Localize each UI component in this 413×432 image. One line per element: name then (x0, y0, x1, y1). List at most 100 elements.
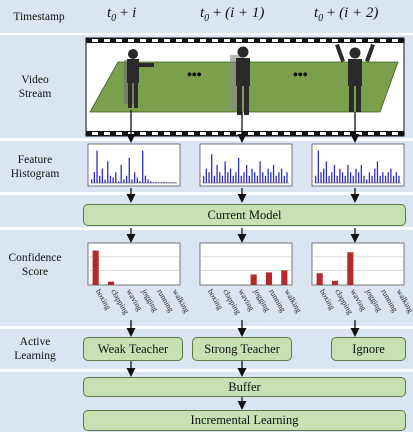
histogram-bar (286, 172, 288, 183)
film-sprocket (272, 39, 278, 42)
film-sprocket (236, 132, 242, 135)
confidence-panel-1 (87, 242, 181, 286)
histogram-bar (317, 150, 319, 183)
film-sprocket (176, 132, 182, 135)
histogram-bar (104, 179, 106, 183)
film-sprocket (152, 39, 158, 42)
histogram-bar (328, 175, 330, 183)
incremental-learning-box: Incremental Learning (83, 410, 406, 431)
histogram-bar (384, 175, 387, 183)
histogram-bar (254, 172, 256, 183)
timestamp-2: t0 + (i + 1) (200, 5, 265, 24)
film-sprocket (368, 132, 374, 135)
histogram-bar (262, 172, 264, 183)
histogram-bar (278, 172, 280, 183)
histogram-bar (93, 172, 95, 183)
histogram-bar (109, 175, 112, 183)
histogram-bar (395, 172, 397, 183)
confidence-bar-jogging (250, 274, 257, 285)
histogram-bar (229, 168, 232, 183)
histogram-bar (398, 175, 400, 183)
histogram-bar (96, 150, 98, 183)
histogram-bar (341, 172, 344, 183)
film-sprocket (236, 39, 242, 42)
histogram-bar (371, 175, 373, 183)
histogram-bar (355, 168, 357, 183)
histogram-bar (358, 172, 360, 183)
film-sprocket (296, 132, 302, 135)
film-sprocket (344, 132, 350, 135)
histogram-bar (99, 175, 101, 183)
histogram-bar (251, 168, 253, 183)
histogram-bar (117, 181, 120, 183)
film-sprocket (260, 132, 266, 135)
histogram-bar (320, 172, 322, 183)
film-sprocket (344, 39, 350, 42)
confidence-bar-walking (281, 270, 288, 285)
film-sprocket (164, 39, 170, 42)
histogram-bar (211, 154, 213, 183)
histogram-bar (339, 168, 341, 183)
histogram-bar (347, 165, 349, 183)
person-waving-icon (335, 43, 375, 112)
histogram-bar (219, 172, 221, 183)
row-label-video-stream: Video Stream (18, 73, 52, 100)
film-sprocket (308, 39, 314, 42)
histogram-bar (283, 175, 285, 183)
confidence-bar-boxing (316, 273, 323, 285)
film-sprocket (212, 132, 218, 135)
film-sprocket (272, 132, 278, 135)
histogram-bar (259, 161, 261, 183)
film-sprocket (356, 39, 362, 42)
histogram-bar (270, 172, 272, 183)
confidence-panel-2 (199, 242, 293, 286)
histogram-bar (333, 165, 336, 183)
histogram-bar (125, 175, 128, 183)
histogram-bar (227, 172, 229, 183)
buffer-box: Buffer (83, 377, 406, 397)
film-sprocket (368, 39, 374, 42)
timestamp-band (0, 0, 413, 33)
histogram-bar (224, 161, 226, 183)
film-sprocket (320, 132, 326, 135)
film-sprocket (248, 39, 254, 42)
histogram-bar (147, 179, 149, 183)
confidence-bar-waving (347, 252, 354, 285)
film-sprocket (356, 132, 362, 135)
film-sprocket (260, 39, 266, 42)
histogram-bar (115, 172, 117, 183)
row-label-feature-histogram: Feature Histogram (10, 153, 60, 180)
current-model-box: Current Model (83, 204, 406, 226)
confidence-bar-clapping (107, 281, 115, 285)
film-sprocket (224, 39, 230, 42)
histogram-bar (134, 172, 136, 183)
weak-teacher-box: Weak Teacher (83, 337, 183, 361)
confidence-bar-running (265, 272, 273, 285)
row-label-timestamp: Timestamp (13, 10, 65, 23)
confidence-tick-label: walking (395, 288, 413, 315)
film-sprocket (332, 39, 338, 42)
film-sprocket (320, 39, 326, 42)
histogram-bar (131, 179, 133, 183)
histogram-bar (232, 175, 234, 183)
histogram-bar (235, 172, 237, 183)
histogram-bar (112, 177, 114, 183)
film-sprocket (92, 132, 98, 135)
timestamp-3: t0 + (i + 2) (314, 5, 379, 24)
histogram-bar (366, 179, 368, 183)
histogram-bar (387, 172, 389, 183)
histogram-bar (325, 161, 328, 183)
histogram-bar (360, 165, 362, 183)
histogram-bar (349, 172, 352, 183)
film-sprocket (212, 39, 218, 42)
ellipsis-1: ••• (187, 68, 202, 83)
film-sprocket (116, 132, 122, 135)
histogram-bar (379, 175, 381, 183)
film-sprocket (284, 39, 290, 42)
film-sprocket (332, 132, 338, 135)
histogram-bar (376, 161, 379, 183)
person-walking-icon (230, 46, 250, 115)
film-sprocket (128, 39, 134, 42)
row-label-active-learning: Active Learning (14, 336, 56, 362)
